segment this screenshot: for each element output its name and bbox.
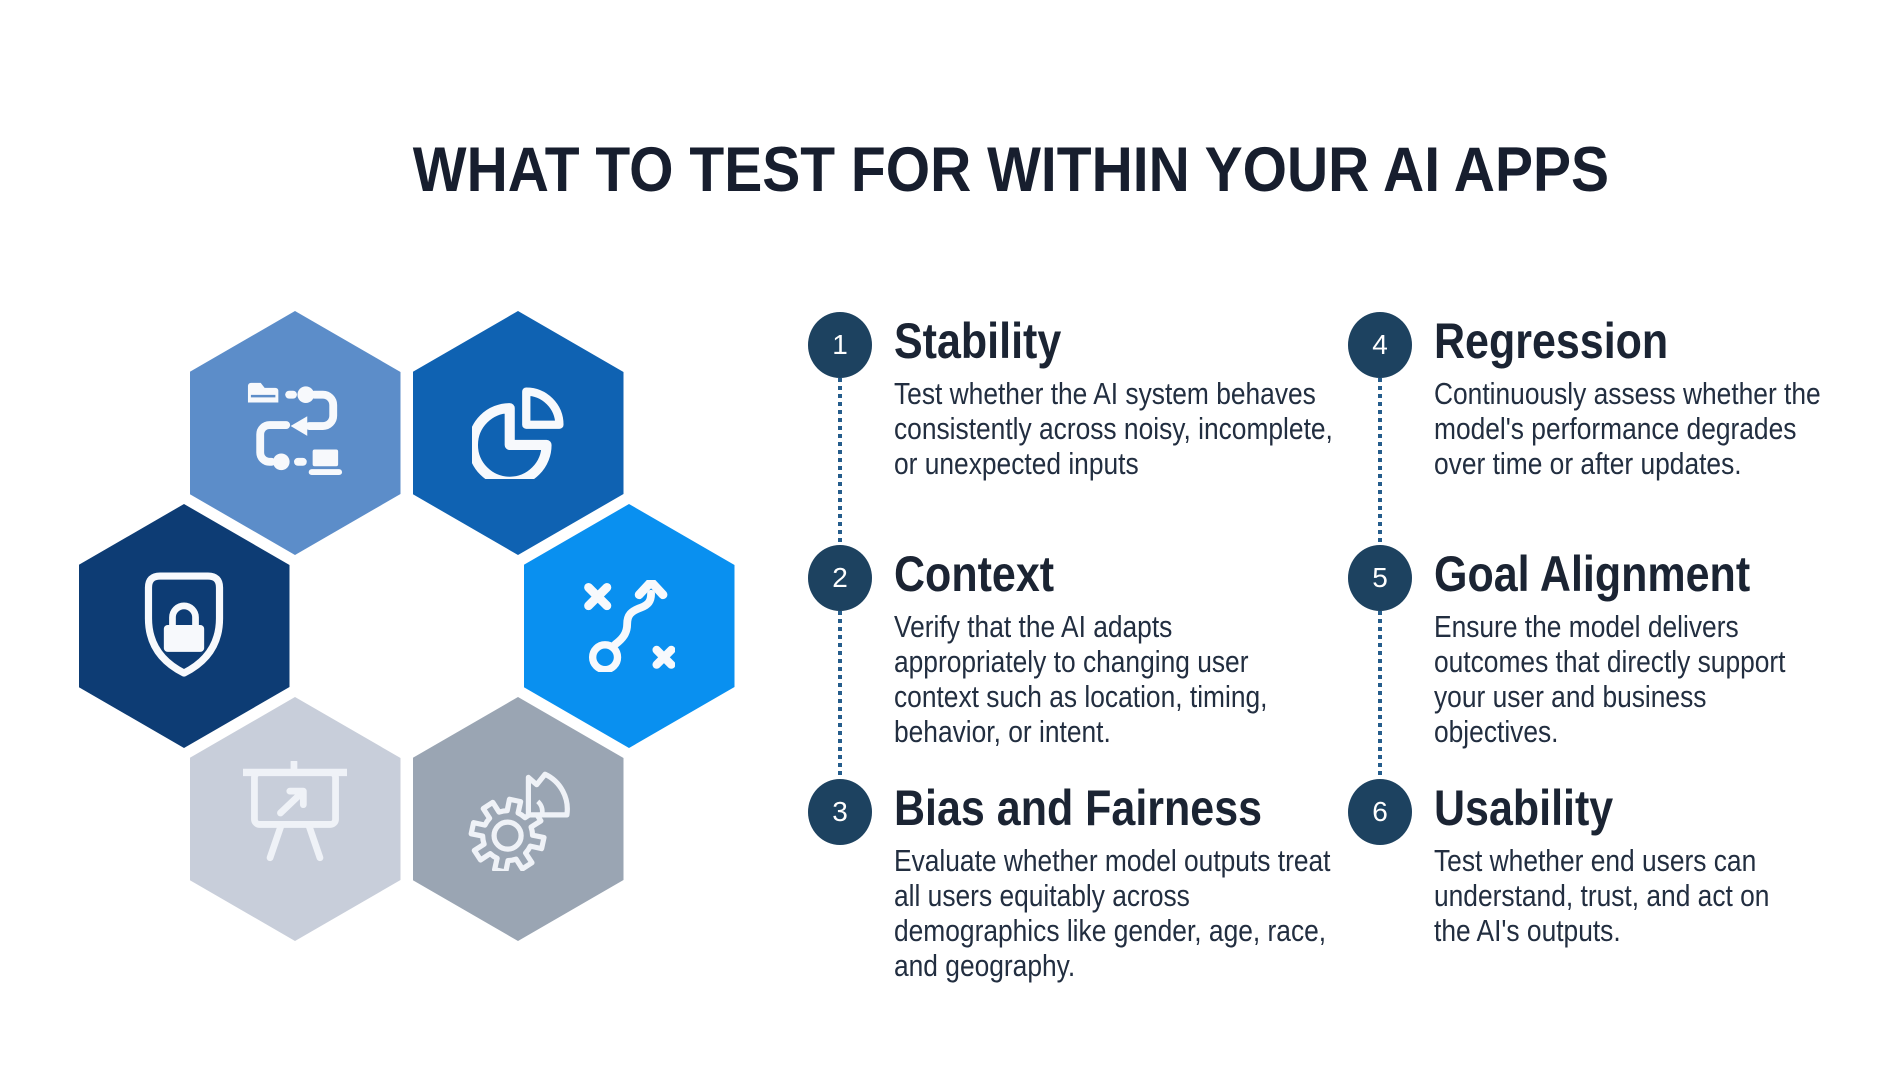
- item-desc-goal-alignment: Ensure the model delivers outcomes that …: [1434, 609, 1786, 749]
- hexagon-shield-lock: [78, 504, 290, 748]
- item-desc-stability: Test whether the AI system behaves consi…: [894, 376, 1333, 481]
- strategy-icon: [584, 580, 675, 672]
- connector-4-5: [1378, 378, 1382, 545]
- item-desc-context: Verify that the AI adapts appropriately …: [894, 609, 1268, 749]
- pie-chart-icon: [472, 387, 564, 479]
- hexagon-data-flow: [189, 311, 401, 555]
- item-title-bias-fairness: Bias and Fairness: [894, 780, 1263, 836]
- item-title-stability: Stability: [894, 313, 1062, 369]
- item-title-goal-alignment: Goal Alignment: [1434, 546, 1751, 602]
- item-number-5: 5: [1348, 545, 1412, 611]
- item-desc-bias-fairness: Evaluate whether model outputs treat all…: [894, 843, 1331, 983]
- hexagon-gear-analytics: [412, 697, 624, 941]
- hexagon-pie-chart: [412, 311, 624, 555]
- item-title-usability: Usability: [1434, 780, 1614, 836]
- hexagon-presentation: [189, 697, 401, 941]
- presentation-icon: [243, 761, 347, 862]
- hexagon-strategy: [523, 504, 735, 748]
- item-number-4: 4: [1348, 312, 1412, 378]
- gear-analytics-icon: [468, 771, 570, 871]
- item-number-1: 1: [808, 312, 872, 378]
- data-flow-icon: [247, 382, 343, 476]
- item-title-context: Context: [894, 546, 1055, 602]
- item-desc-regression: Continuously assess whether the model's …: [1434, 376, 1821, 481]
- page-title: WHAT TO TEST FOR WITHIN YOUR AI APPS: [412, 135, 1610, 205]
- item-desc-usability: Test whether end users can understand, t…: [1434, 843, 1770, 948]
- item-number-3: 3: [808, 779, 872, 845]
- connector-5-6: [1378, 611, 1382, 779]
- connector-1-2: [838, 378, 842, 545]
- connector-2-3: [838, 611, 842, 779]
- item-title-regression: Regression: [1434, 313, 1669, 369]
- item-number-2: 2: [808, 545, 872, 611]
- shield-lock-icon: [144, 572, 224, 677]
- item-number-6: 6: [1348, 779, 1412, 845]
